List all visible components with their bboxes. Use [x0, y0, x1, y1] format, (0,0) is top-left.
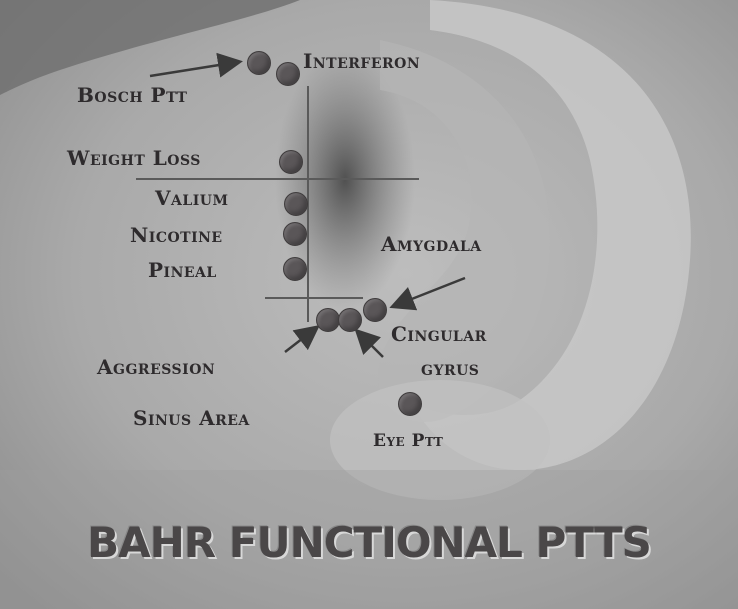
amygdala-point [363, 298, 387, 322]
weight-loss-label: Weight Loss [67, 148, 201, 168]
bosch-point [247, 51, 271, 75]
valium-point [284, 192, 308, 216]
interferon-label: Interferon [303, 51, 420, 71]
bosch-label: Bosch Ptt [77, 85, 187, 105]
interferon-point [276, 62, 300, 86]
aggression-point-right [338, 308, 362, 332]
nicotine-point [283, 222, 307, 246]
eye-point [398, 392, 422, 416]
pineal-point [283, 257, 307, 281]
bosch-arrow [150, 62, 238, 76]
valium-label: Valium [155, 188, 228, 208]
cingular-label-line1: Cingular [391, 324, 487, 344]
sinus-area-label: Sinus Area [133, 408, 250, 428]
aggression-label: Aggression [97, 357, 215, 377]
cingular-arrow [358, 332, 383, 357]
amygdala-label: Amygdala [381, 234, 482, 254]
weight-loss-point [279, 150, 303, 174]
aggression-arrow [285, 328, 316, 352]
nicotine-label: Nicotine [130, 225, 223, 245]
pineal-label: Pineal [148, 260, 217, 280]
aggression-point-left [316, 308, 340, 332]
eye-ptt-label: Eye Ptt [373, 433, 443, 450]
cingular-label-line2: gyrus [421, 358, 479, 378]
amygdala-arrow [394, 278, 465, 306]
diagram-title: BAHR FUNCTIONAL PTTS [0, 518, 738, 567]
